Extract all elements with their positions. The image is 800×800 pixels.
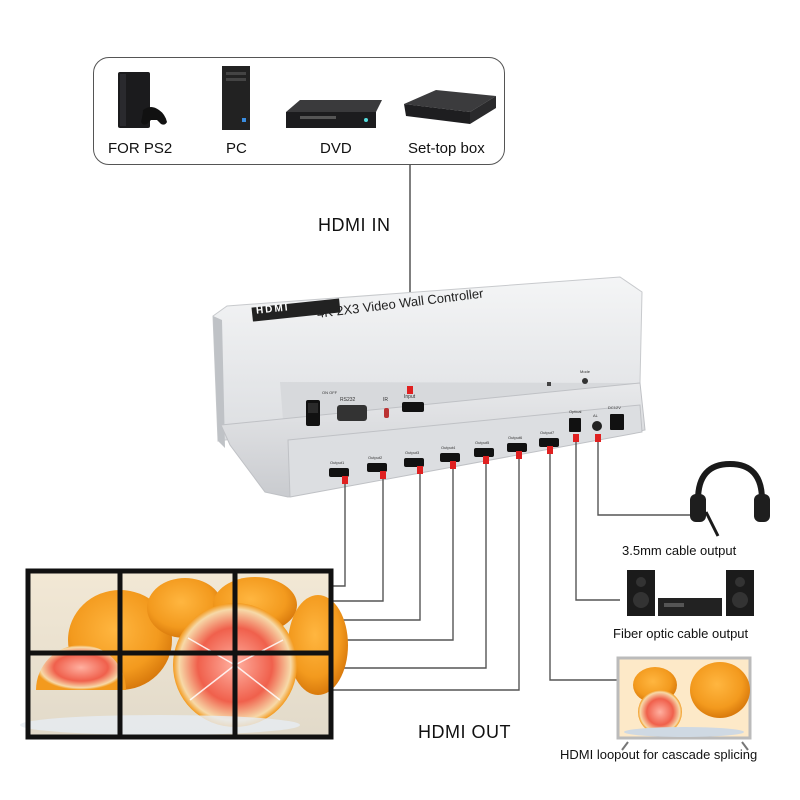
hdmi-in-label: HDMI IN bbox=[318, 215, 391, 235]
pc-tower-icon bbox=[222, 66, 250, 130]
output-label-7: Output7 bbox=[540, 430, 555, 435]
dc-label: DC12V bbox=[608, 405, 621, 410]
ir-label: IR bbox=[383, 397, 388, 403]
headphone-icon bbox=[690, 460, 770, 537]
output-label-5: Output5 bbox=[475, 440, 490, 445]
output-label-4: Output4 bbox=[441, 445, 456, 450]
output-lines bbox=[333, 442, 700, 691]
power-label: ON OFF bbox=[322, 390, 338, 395]
source-label-ps2: FOR PS2 bbox=[108, 140, 173, 157]
fiber-optic-output-label: Fiber optic cable output bbox=[613, 626, 749, 641]
output-label-2: Output2 bbox=[368, 455, 383, 460]
dvd-player-icon bbox=[286, 100, 382, 128]
loopout-label: HDMI loopout for cascade splicing bbox=[560, 747, 758, 762]
loopout-tv bbox=[616, 656, 752, 751]
output-label-1: Output1 bbox=[330, 460, 345, 465]
headphone-output-label: 3.5mm cable output bbox=[622, 543, 737, 558]
hdmi-out-label: HDMI OUT bbox=[418, 722, 511, 742]
source-label-pc: PC bbox=[226, 140, 247, 157]
video-wall-controller bbox=[212, 276, 646, 498]
output-label-3: Output3 bbox=[405, 450, 420, 455]
input-label: Input bbox=[404, 394, 416, 400]
video-wall-display bbox=[20, 568, 348, 740]
source-label-set-top-box: Set-top box bbox=[408, 140, 485, 157]
game-console-icon bbox=[118, 72, 167, 128]
port-markers bbox=[342, 386, 601, 484]
optical-label: Optical bbox=[569, 409, 582, 414]
rs232-label: RS232 bbox=[340, 397, 356, 403]
speakers-icon bbox=[627, 570, 754, 616]
set-top-box-icon bbox=[404, 90, 496, 124]
source-label-dvd: DVD bbox=[320, 140, 352, 157]
output-label-6: Output6 bbox=[508, 435, 523, 440]
audio-label: AL bbox=[593, 413, 598, 418]
mode-label: Mode bbox=[580, 369, 591, 374]
